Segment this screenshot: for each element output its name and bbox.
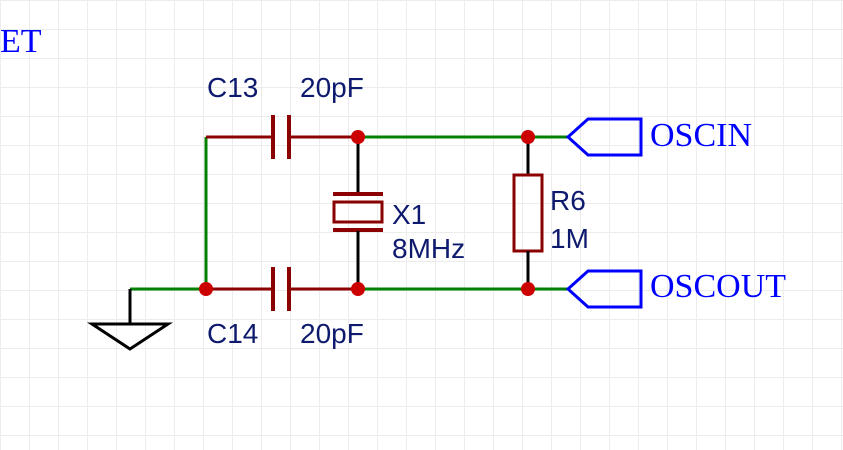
ground-symbol[interactable] [86, 289, 174, 351]
crystal-x1[interactable] [332, 137, 384, 289]
junction-dot [521, 282, 535, 296]
junctions [199, 130, 535, 296]
capacitor-c13[interactable] [206, 115, 358, 159]
oscin-label: OSCIN [650, 117, 752, 154]
port-oscout[interactable] [565, 269, 643, 309]
c14-designator: C14 [207, 318, 258, 349]
x1-value: 8MHz [392, 233, 465, 264]
x1-designator: X1 [392, 199, 426, 230]
junction-dot [351, 282, 365, 296]
oscout-label: OSCOUT [650, 268, 786, 305]
c13-value: 20pF [300, 72, 364, 103]
wires [130, 135, 568, 291]
junction-dot [351, 130, 365, 144]
r6-designator: R6 [550, 185, 586, 216]
capacitor-c14[interactable] [206, 267, 358, 311]
resistor-r6[interactable] [512, 137, 544, 289]
c13-designator: C13 [207, 72, 258, 103]
port-oscin[interactable] [565, 117, 643, 157]
net-label-partial: ET [0, 23, 42, 60]
junction-dot [521, 130, 535, 144]
junction-dot [199, 282, 213, 296]
c14-value: 20pF [300, 318, 364, 349]
r6-value: 1M [550, 223, 589, 254]
